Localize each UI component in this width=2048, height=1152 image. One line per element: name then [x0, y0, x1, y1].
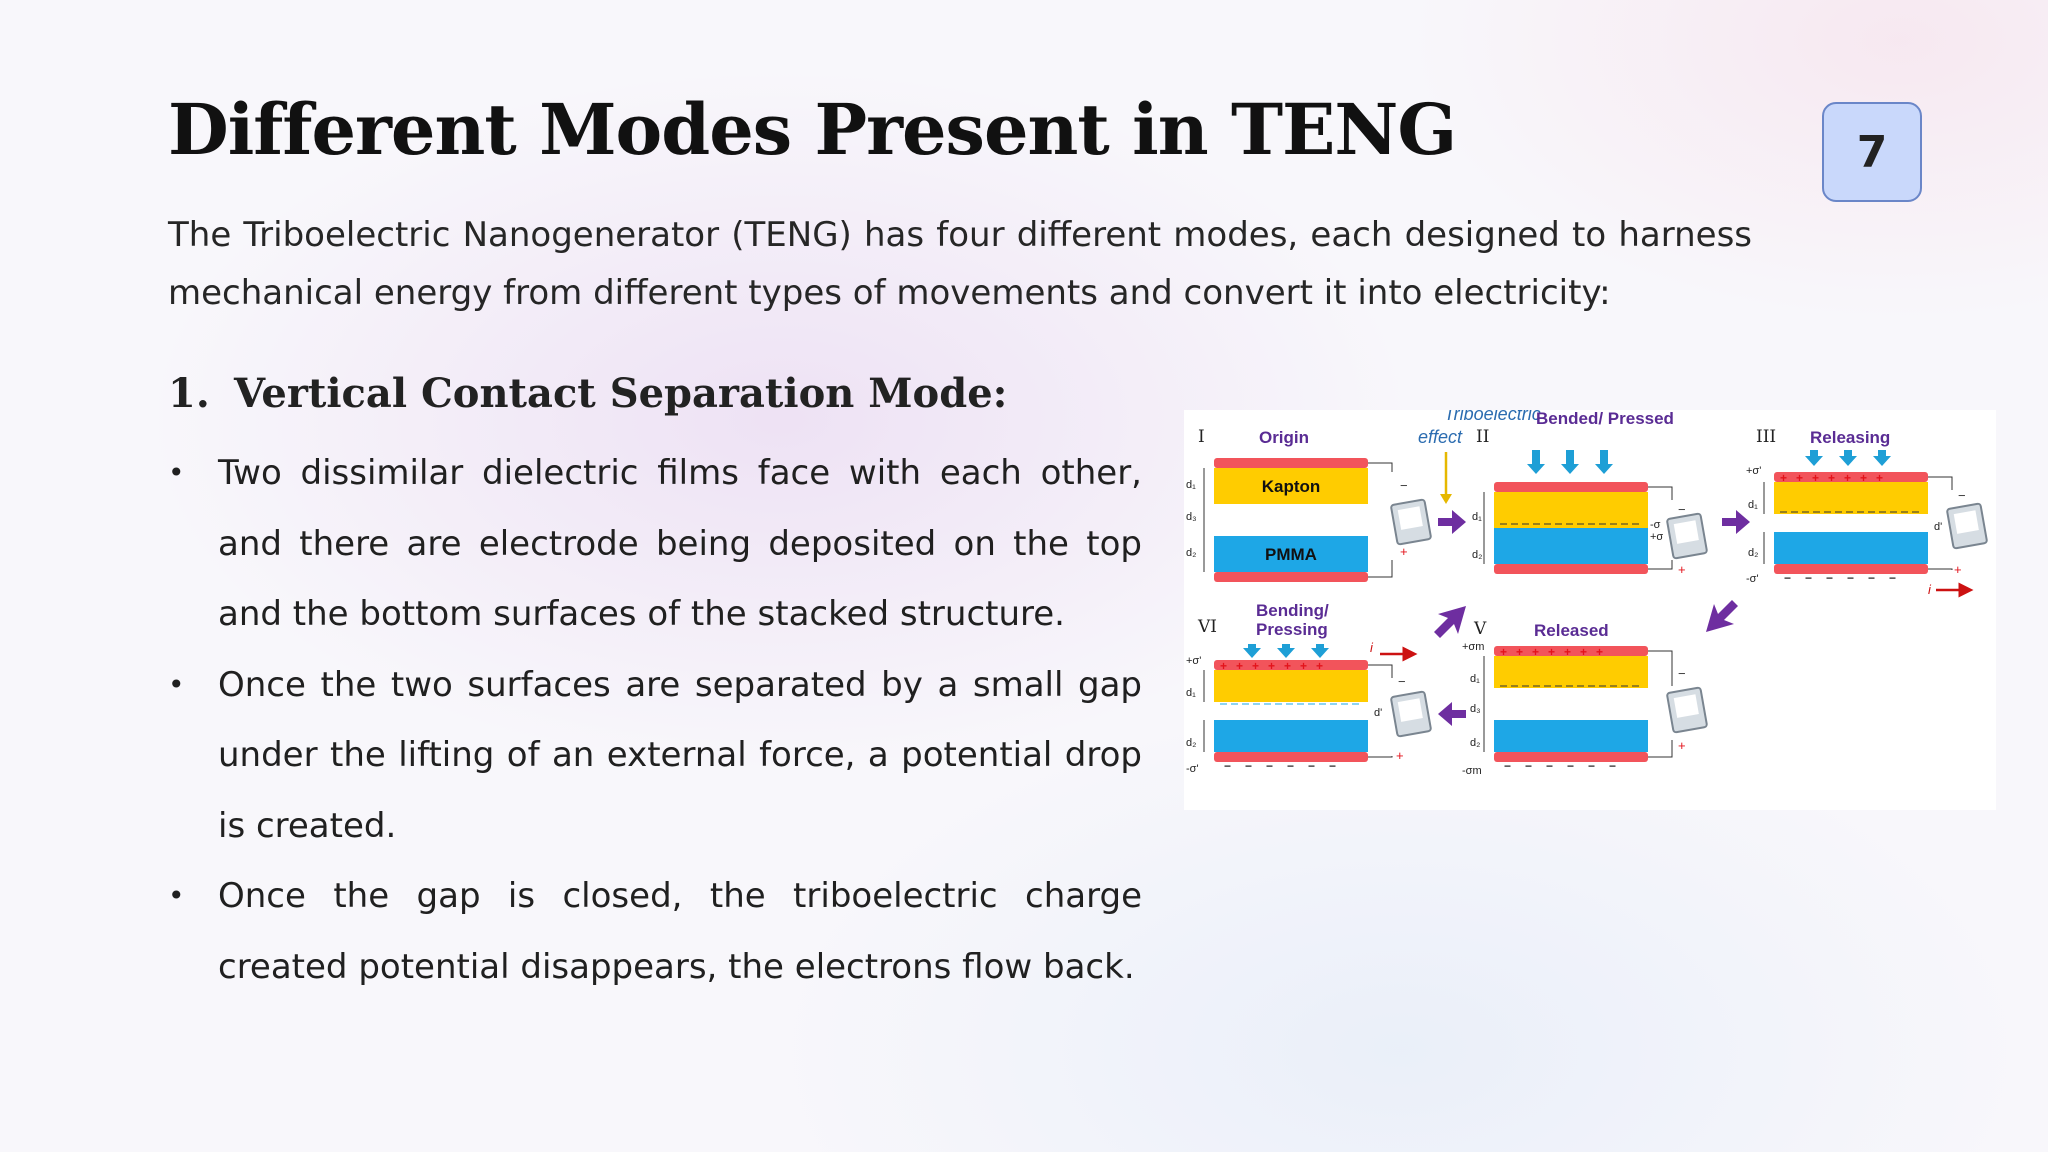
svg-text:−−−−−−: −−−−−−	[1784, 571, 1910, 585]
minus-sigma-label: -σ	[1650, 519, 1661, 531]
slide-title: Different Modes Present in TENG	[168, 88, 1457, 171]
bullet-item: • Two dissimilar dielectric films face wi…	[168, 438, 1142, 650]
panel-roman-numeral: VI	[1197, 617, 1217, 637]
voltmeter-icon	[1946, 502, 1988, 550]
d1-label: d₁	[1472, 511, 1482, 523]
svg-text:−: −	[1678, 502, 1686, 517]
svg-text:+++++++: +++++++	[1780, 471, 1892, 485]
panel-label: Releasing	[1810, 428, 1890, 447]
transition-arrow-icon	[1706, 600, 1738, 632]
d2-label: d₂	[1186, 737, 1196, 749]
svg-text:+: +	[1400, 544, 1408, 559]
minus-sigma-m-label: -σm	[1462, 765, 1482, 777]
svg-text:+: +	[1954, 562, 1962, 577]
pmma-layer	[1214, 536, 1368, 572]
transition-arrow-icon	[1438, 510, 1466, 534]
d1-label: d₁	[1748, 499, 1758, 511]
plus-sigma-m-label: +σm	[1462, 641, 1484, 653]
panel-roman-numeral: V	[1473, 619, 1487, 639]
bullet-item: • Once the gap is closed, the triboelectr…	[168, 861, 1142, 1002]
svg-text:−−−−−−: −−−−−−	[1504, 759, 1630, 773]
press-arrows-icon	[1527, 450, 1613, 474]
voltmeter-icon	[1390, 690, 1432, 738]
panel-roman-numeral: III	[1756, 427, 1776, 447]
panel-origin: I Origin Kapton PMMA d₁ d₃ d₂ − +	[1186, 427, 1432, 582]
d1-label: d₁	[1186, 687, 1196, 699]
bullet-text: Once the two surfaces are separated by a…	[218, 664, 1142, 846]
d1-label: d₁	[1186, 479, 1196, 491]
press-arrows-icon	[1243, 644, 1329, 658]
kapton-label: Kapton	[1262, 477, 1321, 496]
transition-arrow-icon	[1434, 606, 1466, 638]
bullet-dot-icon: •	[168, 879, 185, 912]
panel-label: Released	[1534, 621, 1609, 640]
section-heading-text: Vertical Contact Separation Mode:	[234, 370, 1008, 417]
section-number: 1.	[168, 370, 210, 417]
bullet-list: • Two dissimilar dielectric films face wi…	[168, 438, 1142, 1002]
svg-text:+: +	[1678, 562, 1686, 577]
panel-bending: VI Bending/ Pressing +++++++ +++++++++++…	[1186, 601, 1432, 775]
panel-label-line2: Pressing	[1256, 620, 1328, 639]
svg-text:−: −	[1958, 488, 1966, 503]
svg-text:+: +	[1678, 738, 1686, 753]
d3-label: d₃	[1470, 703, 1481, 715]
d3-label: d₃	[1186, 511, 1197, 523]
bullet-dot-icon: •	[168, 456, 185, 489]
svg-text:+: +	[1396, 748, 1404, 763]
d2-label: d₂	[1186, 547, 1196, 559]
d2-label: d₂	[1748, 547, 1758, 559]
plus-sigma-label: +σ	[1650, 531, 1663, 543]
svg-text:−−−−−−: −−−−−−	[1224, 759, 1350, 773]
panel-releasing: III Releasing +++++++ +++++++++++ −−−−−−…	[1746, 427, 1988, 598]
panel-label-line1: Bending/	[1256, 601, 1329, 620]
d-prime-label: d'	[1934, 521, 1942, 533]
d1-label: d₁	[1470, 673, 1480, 685]
panel-label: Origin	[1259, 428, 1309, 447]
voltmeter-icon	[1390, 498, 1432, 546]
svg-text:−: −	[1398, 674, 1406, 689]
plus-sigma-prime-label: +σ'	[1746, 465, 1761, 477]
panel-roman-numeral: II	[1476, 427, 1489, 447]
minus-sigma-prime-label: -σ'	[1186, 763, 1199, 775]
d2-label: d₂	[1472, 549, 1482, 561]
panel-pressed: II Bended/ Pressed +++++++++++ -σ +σ d₁ …	[1472, 410, 1708, 577]
panel-roman-numeral: I	[1198, 427, 1205, 447]
kapton-layer	[1214, 468, 1368, 504]
section-heading: 1. Vertical Contact Separation Mode:	[168, 370, 1007, 417]
bottom-electrode	[1214, 572, 1368, 582]
minus-sigma-prime-label: -σ'	[1746, 573, 1759, 585]
pmma-label: PMMA	[1265, 545, 1317, 564]
panel-label: Bended/ Pressed	[1536, 410, 1674, 428]
voltmeter-icon	[1666, 512, 1708, 560]
current-label: i	[1928, 582, 1932, 597]
top-electrode	[1214, 458, 1368, 468]
intro-paragraph: The Triboelectric Nanogenerator (TENG) h…	[168, 215, 1752, 313]
triboelectric-label: Triboelectric	[1444, 410, 1541, 424]
panel-released: V Released +++++++ +++++++++++ −−−−−− +σ…	[1462, 619, 1708, 777]
svg-text:+++++++: +++++++	[1220, 659, 1332, 673]
effect-label: effect	[1418, 427, 1463, 447]
page-number-badge: 7	[1822, 102, 1922, 202]
svg-text:+++++++: +++++++	[1500, 645, 1612, 659]
svg-text:−: −	[1400, 478, 1408, 493]
d2-label: d₂	[1470, 737, 1480, 749]
bullet-text: Two dissimilar dielectric films face wit…	[218, 453, 1142, 634]
current-label: i	[1370, 640, 1374, 655]
transition-arrow-icon	[1722, 510, 1750, 534]
bullet-text: Once the gap is closed, the triboelectri…	[218, 876, 1142, 987]
transition-arrow-icon	[1438, 702, 1466, 726]
svg-text:−: −	[1678, 666, 1686, 681]
teng-mode-diagram: I Origin Kapton PMMA d₁ d₃ d₂ − + Triboe…	[1184, 410, 1996, 810]
d-prime-label: d'	[1374, 707, 1382, 719]
release-arrows-icon	[1805, 450, 1891, 466]
plus-sigma-prime-label: +σ'	[1186, 655, 1201, 667]
voltmeter-icon	[1666, 686, 1708, 734]
bullet-dot-icon: •	[168, 667, 185, 701]
bullet-item: • Once the two surfaces are separated by …	[168, 650, 1142, 862]
